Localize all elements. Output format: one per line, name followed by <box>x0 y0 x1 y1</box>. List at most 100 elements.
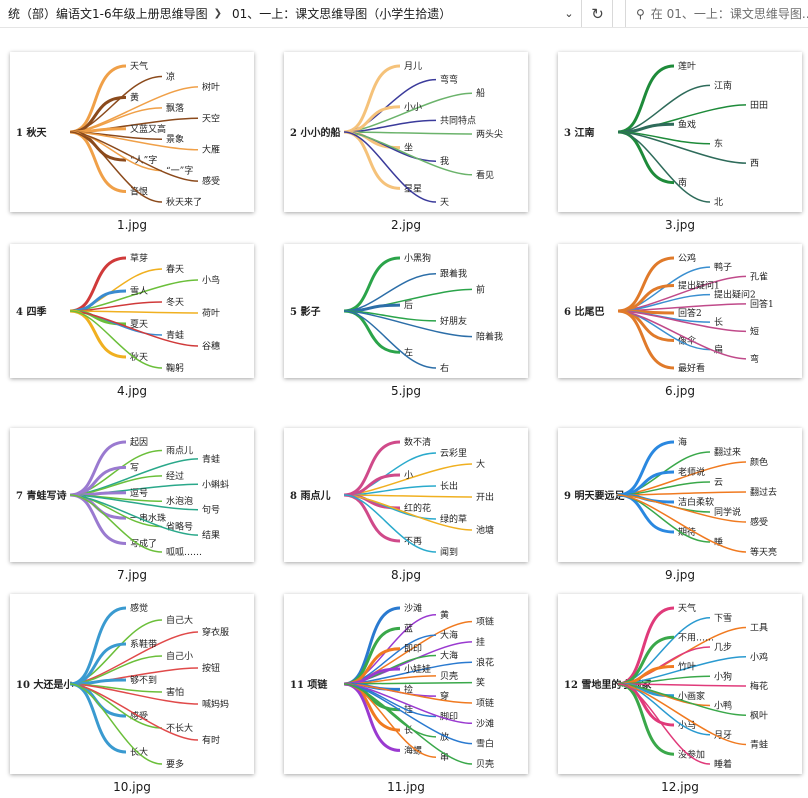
mindmap-branch <box>69 256 127 313</box>
mindmap-word: 弯 <box>750 353 759 365</box>
file-name-label[interactable]: 12.jpg <box>661 780 699 794</box>
mindmap-word: 船 <box>476 87 485 99</box>
mindmap-word: 右 <box>440 362 449 374</box>
mindmap-word: 长出 <box>440 480 458 492</box>
file-tile[interactable]: 5 影子小黑狗跟着我前后好朋友陪着我左右 5.jpg <box>284 244 530 402</box>
mindmap-thumbnail[interactable]: 11 项链沙滩黄项链蓝大海挂即印大海浪花小娃娃贝壳笑捡穿项链挂脚印沙滩长放雪白海… <box>284 594 528 774</box>
breadcrumb-item-current[interactable]: 01、一上：课文思维导图（小学生拾遗） <box>232 7 452 21</box>
mindmap-word: 项链 <box>476 616 494 628</box>
refresh-button[interactable]: ↻ <box>583 0 613 27</box>
mindmap-word: 几步 <box>714 642 732 653</box>
mindmap-word: 月儿 <box>404 61 422 72</box>
chevron-right-icon[interactable]: ❯ <box>213 8 222 19</box>
mindmap-thumbnail[interactable]: 10 大还是小感觉自己大穿衣服系鞋带自己小按钮够不到害怕喊妈妈感受不长大有时长大… <box>10 594 254 774</box>
file-name-label[interactable]: 7.jpg <box>116 568 148 582</box>
mindmap-thumbnail[interactable]: 2 小小的船月儿弯弯船小小共同特点两头尖坐我看见星星天 <box>284 52 528 212</box>
mindmap-word: 雪人 <box>130 286 148 297</box>
mindmap-word: 田田 <box>750 100 768 111</box>
file-name-label[interactable]: 8.jpg <box>390 568 422 582</box>
mindmap-branch <box>343 256 401 313</box>
mindmap-word: 工具 <box>750 623 768 634</box>
mindmap-image: 7 青蛙写诗起因雨点儿青蛙写经过小蝌蚪逗号水泡泡句号一串水珠省略号结果写成了呱呱… <box>16 437 229 558</box>
file-name-label[interactable]: 4.jpg <box>116 384 148 398</box>
mindmap-word: 有时 <box>202 734 220 746</box>
mindmap-title: 1 秋天 <box>16 126 47 139</box>
file-name-label[interactable]: 3.jpg <box>664 218 696 232</box>
mindmap-thumbnail[interactable]: 5 影子小黑狗跟着我前后好朋友陪着我左右 <box>284 244 528 378</box>
mindmap-word: 水泡泡 <box>166 495 193 507</box>
mindmap-word: 弯弯 <box>440 74 458 86</box>
mindmap-word: 沙滩 <box>404 602 422 614</box>
mindmap-title: 11 项链 <box>290 678 328 691</box>
mindmap-word: 竹叶 <box>678 661 696 673</box>
mindmap-word: 睡着 <box>714 758 732 770</box>
mindmap-word: 翻过来 <box>714 446 741 458</box>
file-tile[interactable]: 11 项链沙滩黄项链蓝大海挂即印大海浪花小娃娃贝壳笑捡穿项链挂脚印沙滩长放雪白海… <box>284 594 530 798</box>
recent-locations-button[interactable]: ⌄ <box>556 0 582 27</box>
mindmap-title: 5 影子 <box>290 306 320 318</box>
mindmap-branch <box>343 131 473 135</box>
mindmap-word: 贝壳 <box>476 758 494 770</box>
breadcrumb-item-parent[interactable]: 统（部）编语文1-6年级上册思维导图 <box>8 7 208 21</box>
mindmap-word: 冬天 <box>166 296 184 308</box>
mindmap-thumbnail[interactable]: 3 江南莲叶江南田田鱼戏东西南北 <box>558 52 802 212</box>
mindmap-word: 长 <box>714 316 723 328</box>
mindmap-word: 小 <box>404 470 413 481</box>
file-tile[interactable]: 7 青蛙写诗起因雨点儿青蛙写经过小蝌蚪逗号水泡泡句号一串水珠省略号结果写成了呱呱… <box>10 428 256 586</box>
mindmap-thumbnail[interactable]: 1 秋天天气凉树叶黄飘落天空又蓝又高景象大雁“人”字“一”字感受音恨秋天来了 <box>10 52 254 212</box>
file-tile[interactable]: 1 秋天天气凉树叶黄飘落天空又蓝又高景象大雁“人”字“一”字感受音恨秋天来了 1.… <box>10 52 256 236</box>
mindmap-word: 月牙 <box>714 730 732 741</box>
mindmap-word: 大雁 <box>202 144 220 156</box>
mindmap-thumbnail[interactable]: 12 雪地里的小画家天气下雪工具不用……几步小鸡竹叶小狗梅花小画家小鸭枫叶小马月… <box>558 594 802 774</box>
mindmap-word: 穿衣服 <box>202 626 229 638</box>
mindmap-word: 句号 <box>202 504 220 516</box>
file-name-label[interactable]: 1.jpg <box>116 218 148 232</box>
file-tile[interactable]: 3 江南莲叶江南田田鱼戏东西南北 3.jpg <box>558 52 804 236</box>
file-name-label[interactable]: 6.jpg <box>664 384 696 398</box>
mindmap-branch <box>69 310 163 369</box>
mindmap-word: 项链 <box>476 697 494 709</box>
mindmap-word: 春天 <box>166 263 184 275</box>
mindmap-word: 飘落 <box>166 102 184 114</box>
mindmap-word: 写 <box>130 462 139 473</box>
mindmap-word: 坐 <box>404 143 413 154</box>
file-tile[interactable]: 9 明天要远足海翻过来颜色老师说云翻过去洁白柔软同学说感受期待睡等天亮 9.jpg <box>558 428 804 586</box>
mindmap-word: 洁白柔软 <box>678 496 714 508</box>
mindmap-word: 回答1 <box>750 298 774 310</box>
file-tile[interactable]: 12 雪地里的小画家天气下雪工具不用……几步小鸡竹叶小狗梅花小画家小鸭枫叶小马月… <box>558 594 804 798</box>
mindmap-word: 提出疑问2 <box>714 289 756 301</box>
mindmap-word: 挂 <box>476 636 485 648</box>
file-name-label[interactable]: 2.jpg <box>390 218 422 232</box>
mindmap-thumbnail[interactable]: 9 明天要远足海翻过来颜色老师说云翻过去洁白柔软同学说感受期待睡等天亮 <box>558 428 802 562</box>
mindmap-word: 池塘 <box>476 524 494 536</box>
mindmap-thumbnail[interactable]: 4 四季草芽春天小鸟雪人冬天荷叶夏天青蛙谷穗秋天鞠躬 <box>10 244 254 378</box>
mindmap-word: 等天亮 <box>750 546 777 558</box>
mindmap-word: 我 <box>440 156 449 167</box>
mindmap-word: 感觉 <box>130 602 148 614</box>
mindmap-thumbnail[interactable]: 8 雨点儿数不清云彩里大小长出开出红的花绿的草池塘不再闻到 <box>284 428 528 562</box>
mindmap-word: 开出 <box>476 491 494 503</box>
file-name-label[interactable]: 5.jpg <box>390 384 422 398</box>
mindmap-word: 莲叶 <box>678 60 696 72</box>
file-name-label[interactable]: 11.jpg <box>387 780 425 794</box>
search-input[interactable]: ⚲ 在 01、一上：课文思维导图... <box>625 0 808 27</box>
mindmap-thumbnail[interactable]: 7 青蛙写诗起因雨点儿青蛙写经过小蝌蚪逗号水泡泡句号一串水珠省略号结果写成了呱呱… <box>10 428 254 562</box>
mindmap-branch <box>617 683 747 746</box>
mindmap-branch <box>343 310 437 369</box>
mindmap-word: 数不清 <box>404 436 431 448</box>
mindmap-word: 孔雀 <box>750 270 768 282</box>
file-name-label[interactable]: 10.jpg <box>113 780 151 794</box>
mindmap-title: 4 四季 <box>16 305 47 318</box>
mindmap-branch <box>617 309 675 370</box>
breadcrumb[interactable]: 统（部）编语文1-6年级上册思维导图 ❯ 01、一上：课文思维导图（小学生拾遗） <box>0 0 582 27</box>
file-name-label[interactable]: 9.jpg <box>664 568 696 582</box>
mindmap-image: 12 雪地里的小画家天气下雪工具不用……几步小鸡竹叶小狗梅花小画家小鸭枫叶小马月… <box>564 602 768 770</box>
file-tile[interactable]: 10 大还是小感觉自己大穿衣服系鞋带自己小按钮够不到害怕喊妈妈感受不长大有时长大… <box>10 594 256 798</box>
